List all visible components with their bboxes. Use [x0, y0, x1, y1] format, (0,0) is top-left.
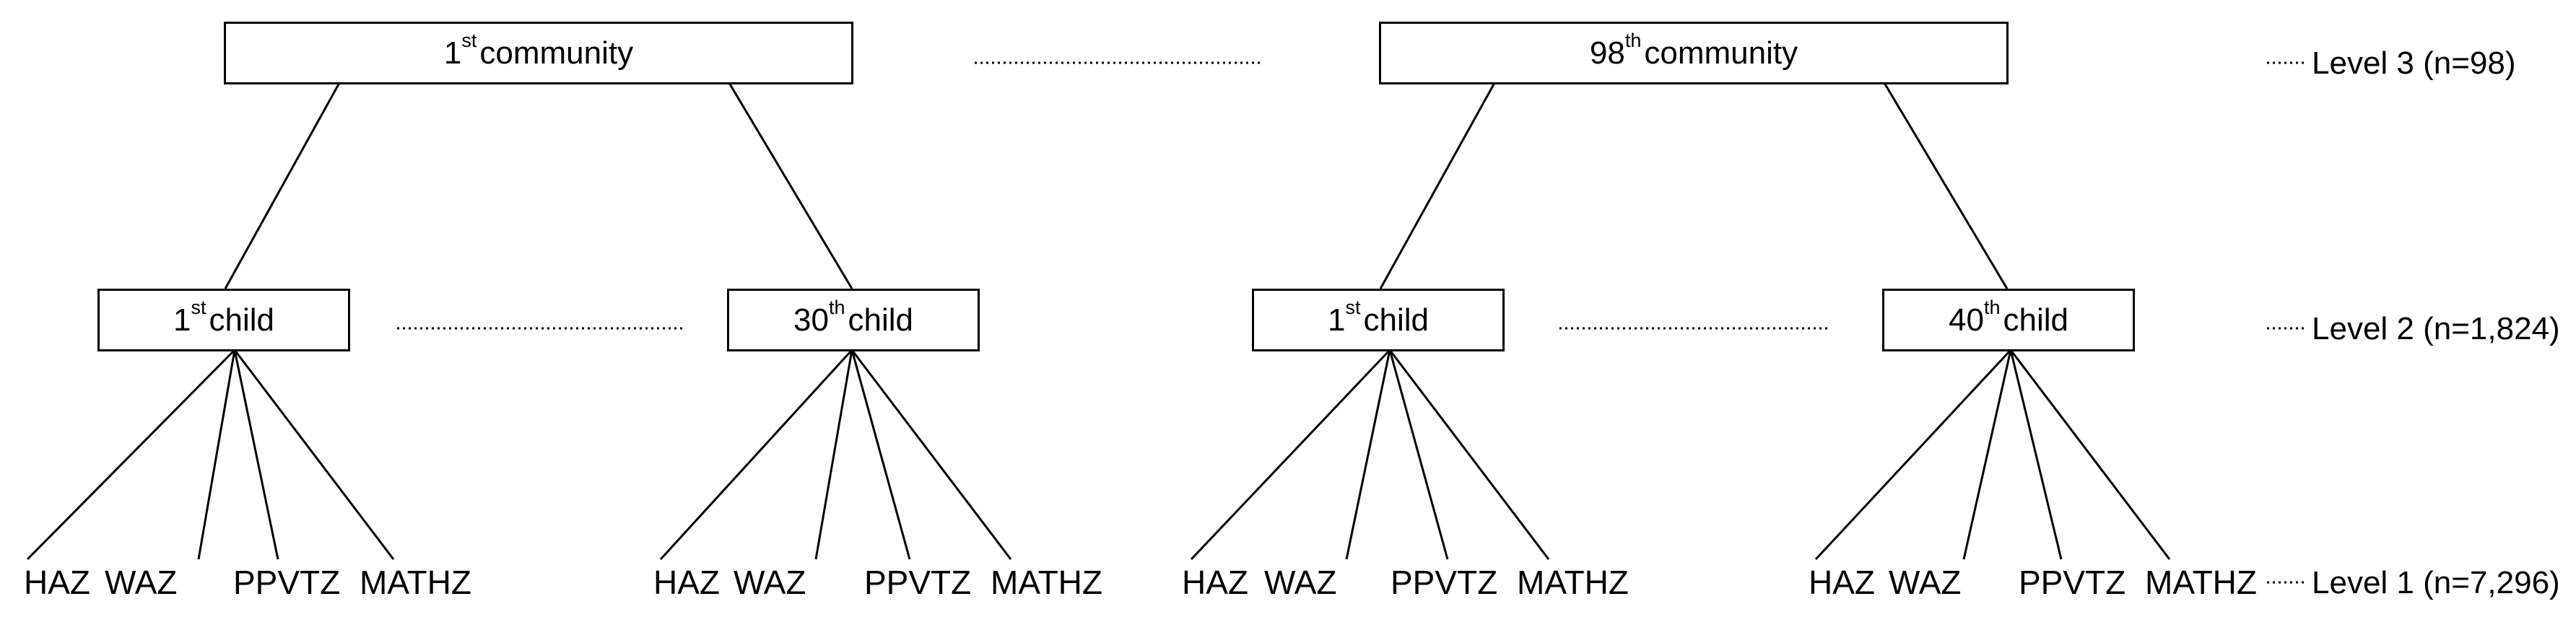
edge-child-outcome [2009, 349, 2171, 560]
edge-child-outcome [1190, 349, 1391, 561]
edge-community-child [1883, 82, 2009, 289]
ordinal-suffix: th [828, 297, 845, 318]
edge-child-outcome [2009, 349, 2063, 560]
edge-community-child [728, 82, 853, 289]
edge-community-child [224, 82, 341, 289]
edge-child-outcome [1962, 349, 2012, 560]
community-number: 1 [443, 35, 462, 71]
edge-child-outcome [850, 349, 1012, 560]
edge-child-outcome [197, 349, 236, 560]
outcome-label: WAZ [105, 564, 178, 601]
edge-child-outcome [233, 349, 279, 560]
community-number: 98 [1589, 35, 1625, 71]
outcome-label: HAZ [1809, 564, 1875, 601]
community-label: community [1644, 35, 1798, 71]
edge-child-outcome [1345, 349, 1391, 560]
outcome-label: MATHZ [360, 564, 472, 601]
ordinal-suffix: th [1624, 30, 1642, 51]
outcome-label: MATHZ [1517, 564, 1629, 601]
child-label: child [2003, 302, 2068, 338]
level-label: Level 3 (n=98) [2312, 45, 2516, 81]
outcome-label: PPVTZ [233, 564, 341, 601]
edge-child-outcome [1388, 349, 1449, 560]
child-label: child [209, 302, 275, 338]
outcome-label: MATHZ [2145, 564, 2258, 601]
ordinal-suffix: st [1345, 297, 1361, 318]
child-number: 1 [173, 302, 191, 338]
outcome-label: MATHZ [991, 564, 1103, 601]
level-label: Level 2 (n=1,824) [2312, 311, 2560, 346]
edge-child-outcome [1388, 349, 1550, 560]
community-label: community [479, 35, 634, 71]
outcome-label: HAZ [1182, 564, 1248, 601]
child-number: 30 [793, 302, 829, 338]
outcome-label: HAZ [653, 564, 720, 601]
ordinal-suffix: st [461, 30, 477, 51]
ordinal-suffix: st [191, 297, 206, 318]
outcome-label: WAZ [1889, 564, 1962, 601]
ordinal-suffix: th [1983, 297, 2001, 318]
level-label: Level 1 (n=7,296) [2312, 565, 2560, 600]
outcome-label: HAZ [24, 564, 90, 601]
child-label: child [848, 302, 913, 338]
edge-child-outcome [814, 349, 853, 560]
outcome-label: WAZ [734, 564, 806, 601]
edge-child-outcome [659, 349, 853, 561]
edge-child-outcome [233, 349, 395, 560]
edge-child-outcome [26, 349, 236, 561]
child-label: child [1363, 302, 1430, 338]
outcome-label: WAZ [1264, 564, 1337, 601]
edge-child-outcome [1814, 349, 2012, 561]
outcome-label: PPVTZ [864, 564, 972, 601]
child-number: 40 [1949, 302, 1984, 338]
edge-community-child [1379, 82, 1496, 289]
outcome-label: PPVTZ [2019, 564, 2126, 601]
outcome-label: PPVTZ [1391, 564, 1498, 601]
edge-child-outcome [850, 349, 911, 560]
child-number: 1 [1328, 302, 1346, 338]
